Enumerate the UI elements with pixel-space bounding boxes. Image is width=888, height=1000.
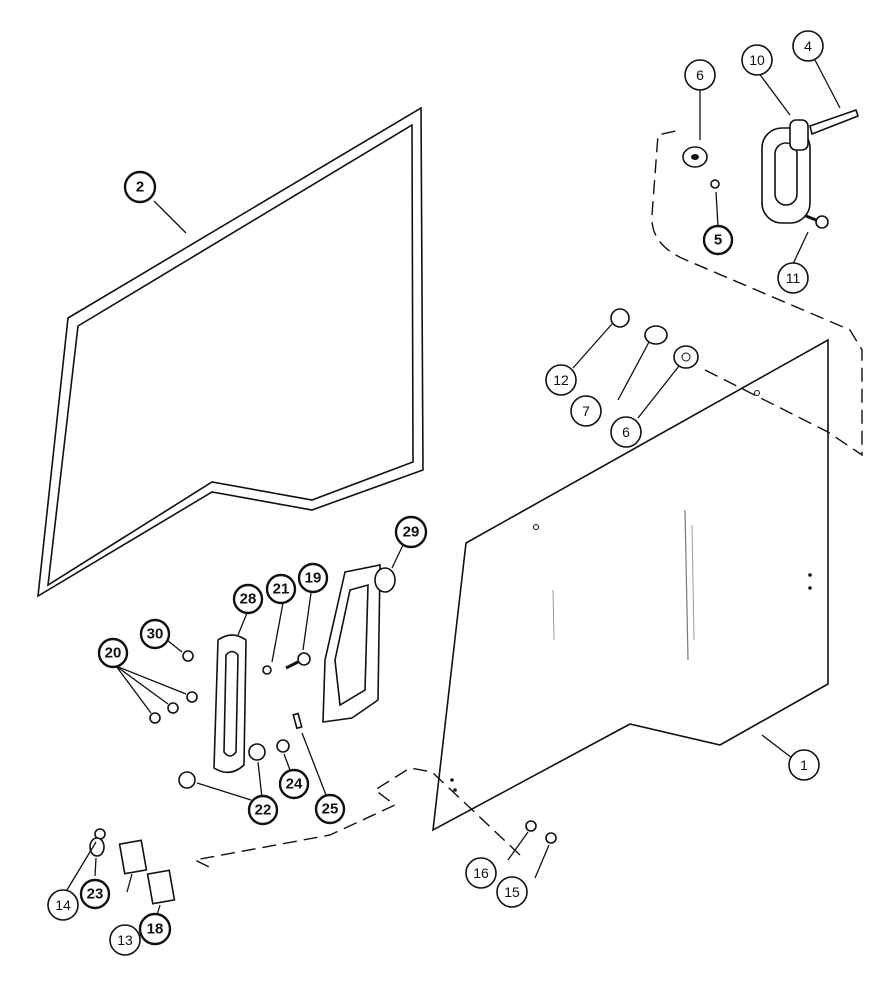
washer-20b bbox=[167, 702, 179, 714]
window-seal-frame bbox=[37, 106, 424, 598]
svg-text:25: 25 bbox=[322, 801, 339, 818]
screw-30 bbox=[182, 650, 194, 662]
svg-text:5: 5 bbox=[714, 232, 722, 249]
washer-24 bbox=[276, 739, 290, 753]
washer-22b bbox=[248, 743, 266, 761]
callout-part-25: 25 bbox=[314, 793, 346, 825]
callout-part-11: 11 bbox=[777, 262, 809, 294]
callout-part-6-top: 6 bbox=[684, 59, 716, 91]
svg-text:10: 10 bbox=[749, 52, 765, 68]
callout-part-19: 19 bbox=[297, 562, 329, 594]
glass-window-panel bbox=[432, 338, 829, 832]
callout-part-21: 21 bbox=[265, 573, 297, 605]
callout-part-12: 12 bbox=[545, 364, 577, 396]
svg-text:11: 11 bbox=[786, 270, 801, 286]
latch-plate bbox=[213, 634, 247, 774]
hinge-bolt bbox=[805, 214, 829, 229]
callout-part-28: 28 bbox=[232, 583, 264, 615]
svg-text:20: 20 bbox=[105, 645, 122, 662]
svg-text:29: 29 bbox=[403, 524, 420, 541]
shim-plate-18 bbox=[146, 869, 176, 905]
svg-text:28: 28 bbox=[240, 591, 257, 608]
callout-part-24: 24 bbox=[278, 768, 310, 800]
callout-part-16: 16 bbox=[465, 857, 497, 889]
pin-25 bbox=[292, 712, 303, 730]
washer-20a bbox=[149, 712, 161, 724]
svg-text:19: 19 bbox=[305, 570, 322, 587]
svg-text:2: 2 bbox=[136, 179, 144, 196]
screw-19 bbox=[285, 652, 311, 670]
nut-15 bbox=[545, 832, 557, 844]
svg-text:15: 15 bbox=[504, 884, 520, 900]
callout-part-7: 7 bbox=[570, 395, 602, 427]
nut-small bbox=[710, 179, 720, 189]
washer-top-hole bbox=[691, 154, 699, 160]
svg-text:22: 22 bbox=[255, 802, 272, 819]
svg-text:24: 24 bbox=[286, 776, 303, 793]
svg-text:14: 14 bbox=[55, 897, 71, 913]
flat-washer bbox=[644, 325, 668, 345]
svg-text:13: 13 bbox=[117, 932, 133, 948]
callout-part-4: 4 bbox=[792, 30, 824, 62]
callout-part-10: 10 bbox=[741, 44, 773, 76]
assembly-guide-upper bbox=[651, 129, 863, 457]
svg-text:21: 21 bbox=[273, 581, 290, 598]
svg-text:4: 4 bbox=[804, 38, 812, 54]
bushing-23 bbox=[89, 837, 105, 857]
callout-part-2: 2 bbox=[123, 170, 157, 204]
callout-part-5: 5 bbox=[702, 224, 734, 256]
svg-text:30: 30 bbox=[147, 626, 164, 643]
hinge-bracket bbox=[761, 119, 811, 224]
callout-part-29: 29 bbox=[394, 515, 428, 549]
svg-text:12: 12 bbox=[553, 372, 569, 388]
washer-20c bbox=[186, 691, 198, 703]
hinge-pin bbox=[809, 108, 859, 136]
cap-nut bbox=[610, 308, 630, 328]
callout-part-23: 23 bbox=[79, 878, 111, 910]
callout-part-20: 20 bbox=[97, 637, 129, 669]
nut-16 bbox=[525, 820, 537, 832]
callout-part-30: 30 bbox=[139, 618, 171, 650]
leader-lines bbox=[66, 59, 841, 916]
striker-plate-13 bbox=[118, 839, 148, 875]
callout-part-18: 18 bbox=[138, 912, 172, 946]
callout-part-13: 13 bbox=[109, 924, 141, 956]
callout-part-22: 22 bbox=[247, 794, 279, 826]
svg-text:16: 16 bbox=[473, 865, 489, 881]
callout-part-6-lower: 6 bbox=[610, 416, 642, 448]
svg-text:6: 6 bbox=[622, 424, 630, 440]
washer-22a bbox=[178, 771, 196, 789]
svg-text:7: 7 bbox=[582, 403, 590, 419]
svg-text:18: 18 bbox=[147, 921, 164, 938]
callout-part-15: 15 bbox=[496, 876, 528, 908]
svg-text:23: 23 bbox=[87, 886, 104, 903]
svg-text:6: 6 bbox=[696, 67, 704, 83]
svg-text:1: 1 bbox=[800, 757, 808, 773]
latch-handle bbox=[322, 564, 396, 723]
callout-part-14: 14 bbox=[47, 889, 79, 921]
washer-21 bbox=[262, 665, 272, 675]
assembly-guide-lower bbox=[192, 767, 521, 871]
callout-part-1: 1 bbox=[788, 749, 820, 781]
